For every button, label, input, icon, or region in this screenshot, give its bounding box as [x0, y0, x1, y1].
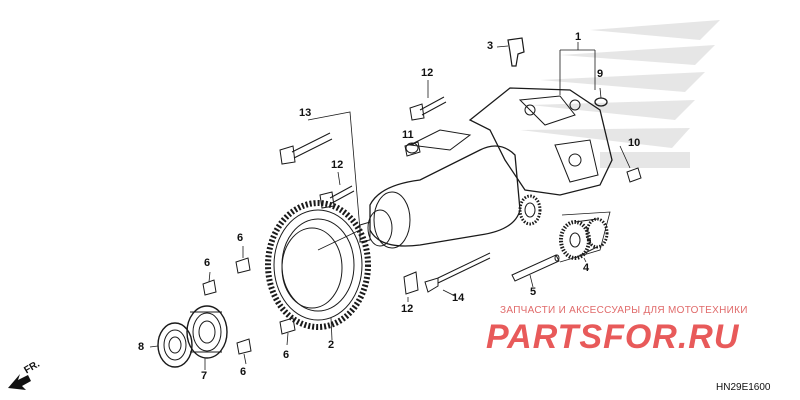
callout-11: 11: [402, 129, 414, 141]
callout-4: 4: [583, 262, 590, 274]
watermark-logo: PARTSFOR.RU: [486, 318, 740, 356]
bolt-13: [279, 132, 333, 165]
cover-housing: [468, 87, 613, 196]
bearing-8: [157, 322, 193, 368]
long-bolt-14: [424, 252, 491, 293]
bolt-6-c: [279, 317, 296, 335]
idle-gear: [518, 194, 542, 226]
wing-emblem-watermark: [520, 20, 720, 168]
starter-housing: [359, 129, 521, 249]
watermark-caption: ЗАПЧАСТИ И АКСЕССУАРЫ ДЛЯ МОТОТЕХНИКИ: [500, 305, 748, 316]
bolt-12-upper: [409, 96, 447, 121]
callout-6b: 6: [204, 257, 211, 269]
callout-3: 3: [487, 40, 494, 52]
dowel-pin-11: [404, 141, 421, 157]
ring-gear: [265, 200, 371, 330]
reduction-gear-4: [559, 217, 609, 260]
callout-1: 1: [575, 31, 582, 43]
bolt-6-a: [235, 257, 251, 274]
sensor-3: [507, 37, 525, 67]
callout-8: 8: [138, 341, 145, 353]
callout-7: 7: [201, 370, 208, 382]
callout-10: 10: [628, 137, 641, 149]
callout-6d: 6: [240, 366, 247, 378]
diagram-code: HN29E1600: [716, 382, 771, 393]
bearing-7: [186, 305, 228, 359]
callout-13: 13: [299, 107, 312, 119]
front-direction-arrow-icon: [8, 374, 31, 390]
bolt-6-b: [202, 279, 217, 296]
bolt-12-middle: [319, 185, 355, 209]
shaft-5: [511, 254, 560, 282]
callout-2: 2: [328, 339, 335, 351]
bolt-6-d: [236, 338, 252, 355]
callout-6a: 6: [237, 232, 244, 244]
bolt-12-lower: [403, 271, 419, 295]
callout-12c: 12: [401, 303, 414, 315]
callout-14: 14: [452, 292, 465, 304]
leader-lines: [149, 42, 631, 370]
callout-9: 9: [597, 68, 604, 80]
callout-12b: 12: [331, 159, 344, 171]
callout-5: 5: [530, 286, 537, 298]
pin-10: [626, 167, 642, 183]
callout-6c: 6: [283, 349, 290, 361]
callout-12a: 12: [421, 67, 434, 79]
